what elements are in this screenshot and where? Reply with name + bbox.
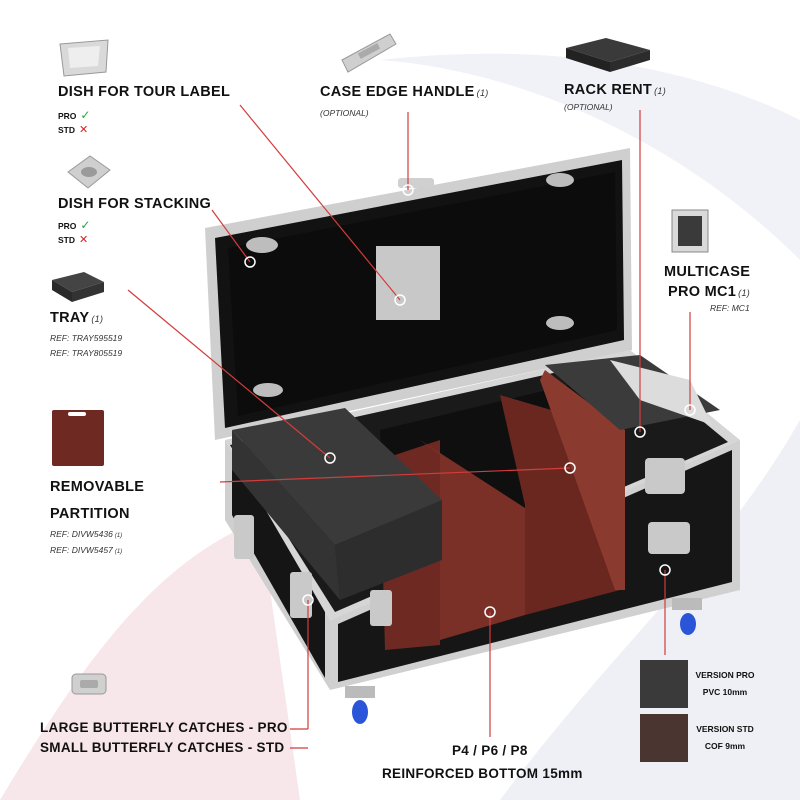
butterfly-catch-1 bbox=[645, 458, 685, 494]
callout-dots bbox=[244, 184, 696, 618]
version-std-spec: COF 9mm bbox=[704, 741, 746, 751]
case-handle-sup: (1) bbox=[476, 88, 489, 98]
dish-stacking-pro-row: PRO✓ bbox=[58, 218, 90, 232]
dish-tour-std-row: STD ✕ bbox=[58, 123, 88, 136]
std-label: STD bbox=[58, 125, 75, 135]
partition-2 bbox=[420, 440, 525, 640]
partition-ref-1: REF: DIVW5436(1) bbox=[50, 529, 122, 539]
callout-lines bbox=[127, 104, 691, 749]
partition-title-line1: REMOVABLE bbox=[50, 479, 145, 495]
case-handle-title-text: CASE EDGE HANDLE bbox=[320, 84, 475, 100]
stacking-dish-thumb bbox=[67, 155, 111, 189]
partition-title-line2: PARTITION bbox=[50, 506, 130, 522]
side-handle-left bbox=[234, 515, 254, 559]
tray-ref-1: REF: TRAY595519 bbox=[50, 333, 123, 343]
multicase-ref: REF: MC1 bbox=[710, 303, 750, 313]
tray-thumb bbox=[52, 272, 104, 302]
stacking-dish-4 bbox=[253, 383, 283, 397]
tray-sup: (1) bbox=[91, 314, 104, 324]
rack-rent-note: (OPTIONAL) bbox=[564, 102, 613, 112]
check-icon: ✓ bbox=[80, 218, 91, 232]
multicase-title-line1: MULTICASE bbox=[664, 264, 751, 280]
dish-stacking-title: DISH FOR STACKING bbox=[58, 196, 212, 212]
cross-icon: ✕ bbox=[79, 234, 89, 246]
partition-ref-1-text: REF: DIVW5436 bbox=[50, 529, 113, 539]
catches-line-2: SMALL BUTTERFLY CATCHES - STD bbox=[40, 740, 285, 755]
case-body bbox=[225, 350, 740, 724]
multicase-title-line2-text: PRO MC1 bbox=[668, 284, 737, 300]
dish-tour-pro-row: PRO✓ bbox=[58, 108, 90, 122]
partition-ref-2-sup: (1) bbox=[114, 549, 123, 555]
edge-handle-thumb bbox=[341, 33, 397, 73]
butterfly-catch-3 bbox=[370, 590, 392, 626]
case-handle-title: CASE EDGE HANDLE(1) bbox=[320, 84, 489, 100]
caster-wheels bbox=[345, 598, 702, 724]
tray-title: TRAY(1) bbox=[50, 310, 103, 326]
multicase-unit bbox=[610, 360, 712, 425]
butterfly-catch-2 bbox=[290, 572, 312, 618]
rack-rent-title: RACK RENT(1) bbox=[564, 82, 666, 98]
partition-thumb bbox=[52, 410, 104, 466]
rack-rent-sup: (1) bbox=[654, 86, 666, 96]
cross-icon: ✕ bbox=[79, 124, 89, 136]
stacking-dish-3 bbox=[546, 316, 574, 330]
pro-label: PRO bbox=[58, 111, 77, 121]
butterfly-catch-thumb bbox=[71, 673, 107, 695]
partition-ref-2-text: REF: DIVW5457 bbox=[50, 545, 113, 555]
version-std-name: VERSION STD bbox=[696, 724, 754, 734]
case-lid bbox=[205, 148, 632, 440]
version-pro-spec: PVC 10mm bbox=[702, 687, 748, 697]
check-icon: ✓ bbox=[80, 108, 91, 122]
multicase-title-line2: PRO MC1(1) bbox=[668, 284, 750, 300]
version-pro-name: VERSION PRO bbox=[695, 670, 755, 680]
partition-ref-2: REF: DIVW5457(1) bbox=[50, 545, 122, 555]
bottom-line-2: REINFORCED BOTTOM 15mm bbox=[382, 766, 583, 781]
dish-stacking-std-row: STD ✕ bbox=[58, 233, 88, 246]
rack-rent-title-text: RACK RENT bbox=[564, 82, 653, 98]
version-std-swatch bbox=[640, 714, 688, 762]
tour-label-dish-thumb bbox=[59, 39, 109, 77]
tray-ref-2: REF: TRAY805519 bbox=[50, 348, 123, 358]
side-handle bbox=[648, 522, 690, 554]
edge-handle bbox=[398, 178, 434, 188]
tray bbox=[232, 408, 442, 545]
dish-tour-label-title: DISH FOR TOUR LABEL bbox=[58, 84, 231, 100]
bottom-line-1: P4 / P6 / P8 bbox=[452, 743, 528, 758]
std-label: STD bbox=[58, 235, 75, 245]
stacking-dish-2 bbox=[546, 173, 574, 187]
multicase-sup: (1) bbox=[738, 288, 751, 298]
multicase-thumb bbox=[671, 209, 709, 253]
pro-label: PRO bbox=[58, 221, 77, 231]
catches-line-1: LARGE BUTTERFLY CATCHES - PRO bbox=[40, 720, 288, 735]
rack-rent-thumb bbox=[566, 38, 650, 72]
partition-ref-1-sup: (1) bbox=[114, 533, 123, 539]
case-handle-note: (OPTIONAL) bbox=[320, 108, 369, 118]
tray-title-text: TRAY bbox=[50, 310, 90, 326]
stacking-dish-1 bbox=[246, 237, 278, 253]
version-pro-swatch bbox=[640, 660, 688, 708]
